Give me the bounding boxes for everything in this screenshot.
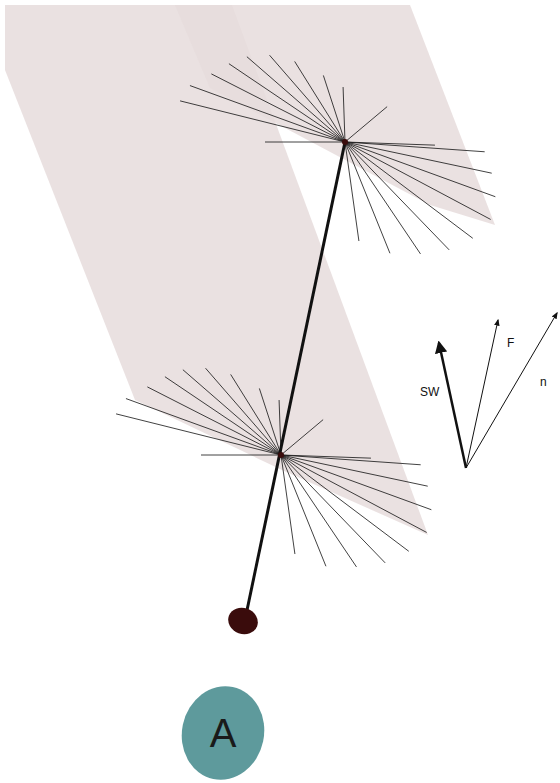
pappus-center bbox=[342, 139, 348, 145]
pappus-bristles bbox=[116, 55, 495, 567]
node-label: A bbox=[210, 713, 237, 753]
bristle bbox=[323, 75, 345, 142]
bristle bbox=[190, 86, 345, 142]
bristle bbox=[281, 455, 427, 532]
ellipse-fill bbox=[173, 679, 273, 783]
vector-label: SW bbox=[420, 386, 439, 398]
vector-arrow bbox=[439, 343, 466, 468]
vector-arrow bbox=[466, 313, 557, 468]
bristle bbox=[281, 455, 326, 566]
bristle bbox=[231, 374, 281, 455]
bristle bbox=[295, 61, 345, 142]
bristle bbox=[126, 399, 281, 455]
ellipse-node: A bbox=[181, 685, 265, 781]
bristle bbox=[343, 87, 345, 142]
bristle bbox=[206, 368, 281, 455]
bristle bbox=[345, 142, 420, 254]
bristle bbox=[281, 455, 431, 510]
seed bbox=[224, 604, 261, 639]
bristle bbox=[345, 107, 387, 142]
bristle bbox=[281, 455, 371, 458]
seed-stalk bbox=[246, 142, 345, 615]
bristle bbox=[345, 142, 491, 219]
bristle bbox=[281, 455, 385, 563]
bristle bbox=[201, 455, 281, 456]
bristle bbox=[345, 142, 390, 253]
bristle bbox=[180, 101, 345, 142]
bristle bbox=[281, 455, 295, 554]
bristle bbox=[247, 57, 345, 142]
vector-arrow bbox=[466, 320, 498, 468]
bristle bbox=[281, 420, 323, 455]
bristle bbox=[281, 455, 421, 465]
bristle bbox=[281, 455, 356, 567]
bristle bbox=[183, 370, 281, 455]
bristle bbox=[345, 142, 495, 197]
bristle bbox=[265, 142, 345, 143]
vector-label: F bbox=[507, 337, 514, 349]
bristle bbox=[259, 388, 281, 455]
pappus-center bbox=[278, 452, 284, 458]
bristle bbox=[345, 142, 449, 250]
bristle bbox=[270, 55, 345, 142]
bristle bbox=[345, 142, 359, 241]
bristle bbox=[345, 142, 435, 145]
bristle bbox=[116, 414, 281, 455]
vector-label: n bbox=[540, 376, 547, 388]
bristle bbox=[345, 142, 485, 152]
